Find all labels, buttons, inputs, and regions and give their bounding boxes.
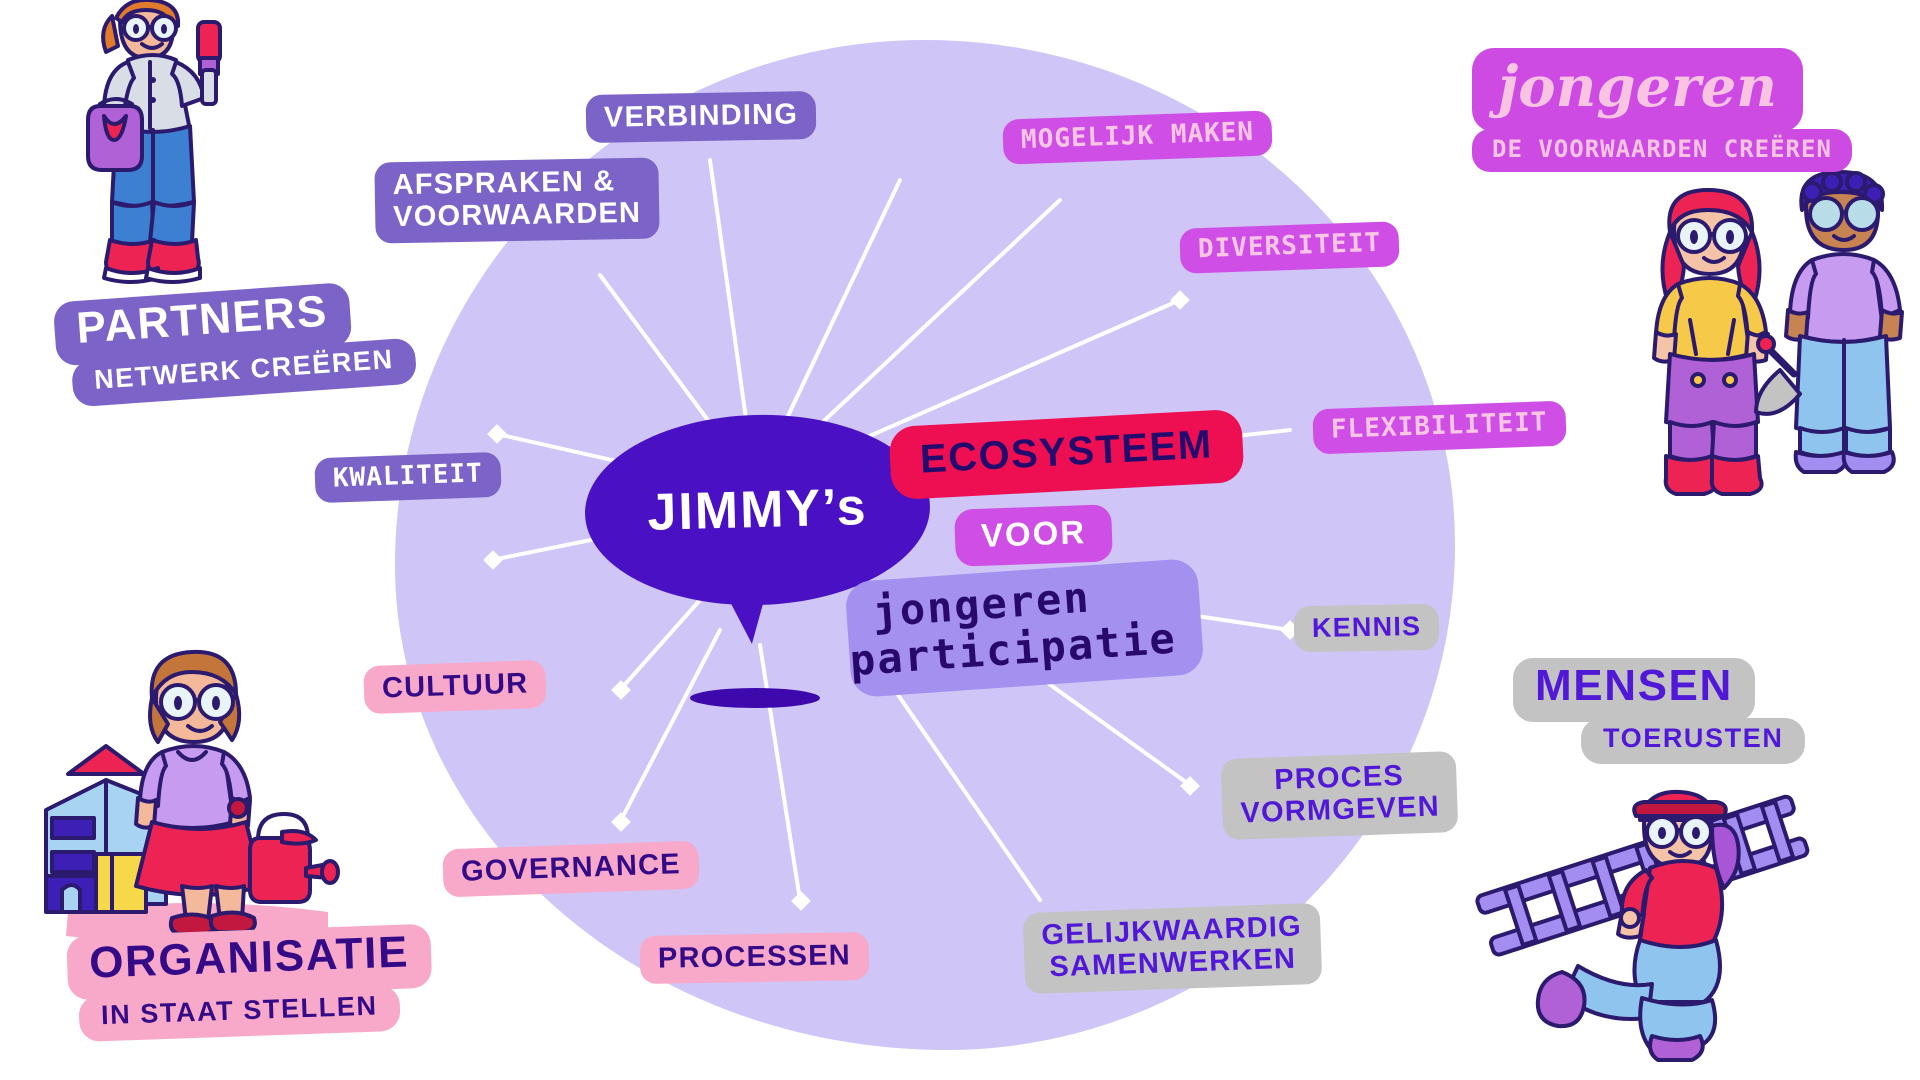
mensen-title: MENSEN bbox=[1513, 658, 1755, 722]
chip-governance-label: GOVERNANCE bbox=[460, 848, 682, 888]
headline-voor: VOOR bbox=[954, 504, 1114, 567]
gardener-illustration bbox=[44, 649, 340, 940]
jongeren-subtitle: DE VOORWAARDEN CREËREN bbox=[1472, 129, 1852, 172]
chip-proces-vormgeven[interactable]: PROCES VORMGEVEN bbox=[1220, 750, 1459, 841]
ladder-illustration bbox=[1475, 789, 1810, 1062]
chip-afspraken-line1: AFSPRAKEN & bbox=[392, 165, 616, 202]
chip-kwaliteit[interactable]: KWALITEIT bbox=[314, 451, 502, 504]
chip-flexibiliteit-label: FLEXIBILITEIT bbox=[1330, 407, 1548, 445]
duo-illustration bbox=[1652, 170, 1904, 496]
chip-governance[interactable]: GOVERNANCE bbox=[442, 840, 700, 898]
chip-proces-line2: VORMGEVEN bbox=[1240, 790, 1441, 830]
headline-jongerenparticipatie: jongeren participatie bbox=[844, 557, 1206, 699]
jongeren-subtitle-line1: DE VOORWAARDEN bbox=[1492, 135, 1709, 163]
chip-diversiteit[interactable]: DIVERSITEIT bbox=[1179, 221, 1400, 274]
chip-gelijkwaardig-samenwerken[interactable]: GELIJKWAARDIG SAMENWERKEN bbox=[1022, 902, 1322, 995]
corner-card-organisatie[interactable]: ORGANISATIE IN STAAT STELLEN bbox=[66, 923, 433, 1042]
chip-cultuur[interactable]: CULTUUR bbox=[363, 659, 548, 715]
chip-flexibiliteit[interactable]: FLEXIBILITEIT bbox=[1312, 400, 1567, 455]
corner-card-jongeren[interactable]: jongeren DE VOORWAARDEN CREËREN bbox=[1472, 48, 1852, 172]
chip-processen[interactable]: PROCESSEN bbox=[639, 932, 870, 985]
chip-diversiteit-label: DIVERSITEIT bbox=[1197, 227, 1382, 265]
chip-cultuur-label: CULTUUR bbox=[381, 667, 529, 705]
chip-kennis[interactable]: KENNIS bbox=[1293, 603, 1440, 653]
bubble-shadow-ellipse bbox=[690, 688, 820, 708]
jimmys-label: JIMMY’s bbox=[646, 478, 869, 542]
chip-verbinding-label: VERBINDING bbox=[603, 98, 799, 134]
jongeren-title: jongeren bbox=[1472, 48, 1803, 132]
chip-mogelijk-maken[interactable]: MOGELIJK MAKEN bbox=[1002, 110, 1273, 165]
chip-verbinding[interactable]: VERBINDING bbox=[585, 90, 817, 144]
painter-illustration bbox=[86, 0, 222, 284]
jongeren-subtitle-line2: CREËREN bbox=[1723, 135, 1832, 163]
chip-processen-label: PROCESSEN bbox=[657, 939, 852, 975]
chip-afspraken-line2: VOORWAARDEN bbox=[393, 197, 642, 234]
chip-kennis-label: KENNIS bbox=[1311, 611, 1422, 643]
mensen-subtitle: TOERUSTEN bbox=[1581, 718, 1806, 764]
corner-card-mensen[interactable]: MENSEN TOERUSTEN bbox=[1513, 658, 1806, 764]
chip-afspraken-voorwaarden[interactable]: AFSPRAKEN & VOORWAARDEN bbox=[374, 157, 660, 244]
chip-mogelijk-maken-label: MOGELIJK MAKEN bbox=[1020, 116, 1255, 156]
chip-kwaliteit-label: KWALITEIT bbox=[332, 458, 484, 494]
